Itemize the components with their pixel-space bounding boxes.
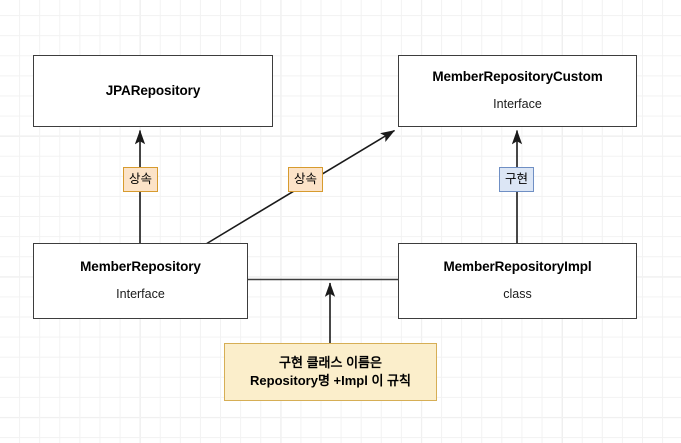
edge-label-inherit-custom[interactable]: 상속 (288, 167, 323, 192)
node-stereotype: Interface (116, 287, 165, 302)
edge-label-inherit-jpa[interactable]: 상속 (123, 167, 158, 192)
node-stereotype: Interface (493, 97, 542, 112)
node-stereotype: class (503, 287, 532, 302)
note-impl-naming-rule[interactable]: 구현 클래스 이름은 Repository명 +Impl 이 규칙 (224, 343, 437, 401)
node-title: MemberRepository (80, 259, 201, 275)
node-member-repository[interactable]: MemberRepository Interface (33, 243, 248, 319)
node-title: MemberRepositoryCustom (432, 69, 603, 85)
note-line-2: Repository명 +Impl 이 규칙 (250, 373, 411, 388)
node-title: JPARepository (105, 82, 201, 98)
node-jpa-repository[interactable]: JPARepository (33, 55, 273, 127)
node-member-repository-custom[interactable]: MemberRepositoryCustom Interface (398, 55, 637, 127)
edge-label-implement-custom[interactable]: 구현 (499, 167, 534, 192)
node-member-repository-impl[interactable]: MemberRepositoryImpl class (398, 243, 637, 319)
note-line-1: 구현 클래스 이름은 (279, 355, 382, 371)
node-title: MemberRepositoryImpl (443, 259, 592, 275)
